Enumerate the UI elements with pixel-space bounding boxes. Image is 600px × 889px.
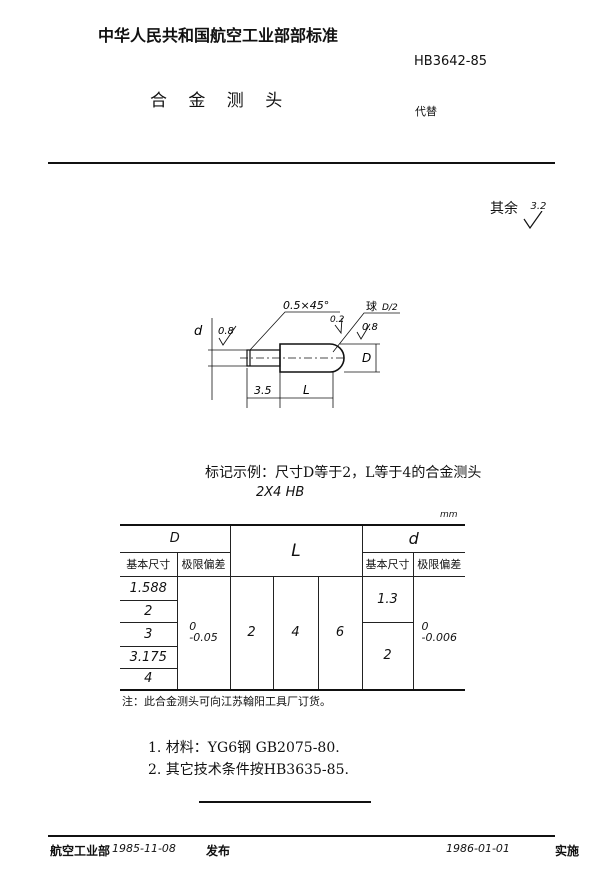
dim-3-5: 3.5 (254, 384, 272, 397)
standard-number: HB3642-85 (414, 54, 488, 69)
d-limit-dev-header: 极限偏差 (412, 551, 465, 577)
rough-mid: 0.2 (330, 315, 345, 325)
surface-label: 其余 (490, 201, 518, 217)
end-rule (199, 801, 371, 803)
L-value: 4 (272, 575, 319, 691)
note-1: 1. 材料：YG6钢 GB2075-80. (148, 740, 340, 756)
note-2: 2. 其它技术条件按HB3635-85. (148, 762, 349, 778)
dimension-table: D L d 基本尺寸 极限偏差 基本尺寸 极限偏差 1.588 0-0.05 2… (120, 524, 465, 691)
d-tol-lower: -0.006 (421, 630, 457, 644)
D-value: 4 (120, 667, 177, 691)
D-value: 3 (120, 621, 178, 647)
D-tol-upper: 0 (189, 619, 197, 633)
issue-date: 1985-11-08 (112, 842, 176, 855)
part-drawing: 0.5×45° 球 D/2 0.8 0.2 0.8 d D 3.5 L (194, 299, 400, 408)
issuer: 航空工业部 (50, 844, 111, 858)
doc-title: 合 金 测 头 (150, 91, 291, 111)
roughness-value: 3.2 (530, 201, 547, 212)
D-value: 1.588 (120, 575, 178, 601)
dim-L: L (303, 383, 310, 397)
D-basic-size-header: 基本尺寸 (120, 551, 178, 577)
d-basic-size-header: 基本尺寸 (361, 551, 414, 577)
D-tol-lower: -0.05 (189, 630, 218, 644)
implementation-date: 1986-01-01 (446, 842, 510, 855)
chamfer-label: 0.5×45° (283, 299, 329, 312)
sphere-label: 球 (366, 299, 377, 313)
surface-roughness-note: 其余 3.2 (490, 198, 547, 229)
header-D: D (120, 524, 231, 553)
table-note: 注：此合金测头可向江苏翰阳工具厂订货。 (122, 695, 331, 708)
header-d: d (361, 524, 465, 553)
d-value: 2 (361, 621, 413, 691)
L-value: 6 (317, 575, 363, 691)
D-limit-dev-header: 极限偏差 (176, 551, 231, 577)
org-title: 中华人民共和国航空工业部部标准 (98, 26, 339, 45)
L-value: 2 (229, 575, 274, 691)
rough-left: 0.8 (218, 326, 234, 337)
marking-example: 标记示例：尺寸D等于2，L等于4的合金测头 (205, 465, 482, 481)
D-tolerance: 0-0.05 (176, 575, 231, 691)
D-value: 3.175 (120, 645, 177, 669)
header-L: L (229, 524, 363, 577)
replaces-label: 代替 (415, 105, 437, 118)
rough-right: 0.8 (362, 322, 378, 333)
issue-label: 发布 (206, 844, 231, 858)
d-value: 1.3 (361, 575, 414, 623)
footer-divider (48, 835, 555, 837)
implementation-label: 实施 (555, 844, 580, 858)
unit-label: mm (440, 510, 458, 520)
D-value: 2 (120, 599, 177, 623)
marking-code: 2X4 HB (256, 485, 305, 500)
sphere-value: D/2 (382, 303, 398, 313)
d-tol-upper: 0 (421, 619, 429, 633)
dim-d: d (194, 324, 203, 339)
dim-D: D (362, 351, 371, 365)
header-divider (48, 162, 555, 164)
d-tolerance: 0-0.006 (412, 575, 465, 691)
